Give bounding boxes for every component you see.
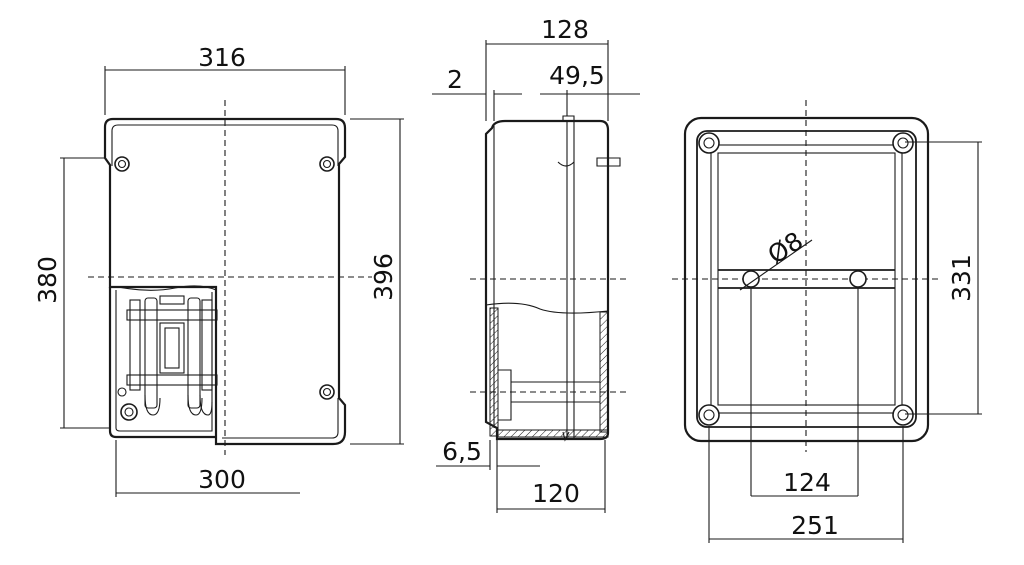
side-view: 128 2 49,5 6,5 120 [432, 15, 640, 513]
dim-line-396 [350, 118, 404, 445]
dim-hole-diameter: Ø8 [763, 226, 809, 270]
back-outer-shell [683, 116, 930, 443]
front-rib-grid [126, 295, 218, 416]
dim-base-offset: 6,5 [442, 437, 482, 466]
dim-line-128 [485, 40, 609, 121]
dim-overall-height: 396 [369, 253, 398, 301]
dim-line-316 [104, 66, 346, 115]
dim-overall-width: 316 [198, 43, 246, 72]
dim-line-300 [115, 440, 300, 497]
dim-hole-spacing-vertical: 331 [947, 254, 976, 302]
front-view: 316 396 380 300 [33, 43, 404, 497]
dim-base-depth: 120 [532, 479, 580, 508]
side-outline [484, 119, 610, 441]
dim-wall: 2 [447, 65, 463, 94]
dim-line-6-5 [436, 440, 540, 470]
dim-line-331 [905, 141, 982, 415]
dia-leader [739, 239, 813, 291]
front-lid-outline [103, 117, 347, 446]
dim-inner-hole-spacing: 124 [783, 468, 831, 497]
back-corner-holes [698, 132, 914, 426]
front-screw-holes [114, 156, 335, 400]
dim-mounting-height: 380 [33, 256, 62, 304]
front-base-outline [108, 287, 216, 439]
dim-hole-spacing-horizontal: 251 [791, 511, 839, 540]
rail-hole-left [742, 270, 760, 288]
dim-mounting-width: 300 [198, 465, 246, 494]
dim-line-120 [496, 440, 606, 513]
back-view: Ø8 331 124 251 [672, 100, 982, 543]
dim-line-380 [60, 157, 110, 429]
rail-hole-right [849, 270, 867, 288]
dim-line-2-49 [432, 90, 640, 121]
dim-line-251 [708, 426, 904, 543]
dim-overall-depth: 128 [541, 15, 589, 44]
dim-lid-depth: 49,5 [549, 61, 605, 90]
